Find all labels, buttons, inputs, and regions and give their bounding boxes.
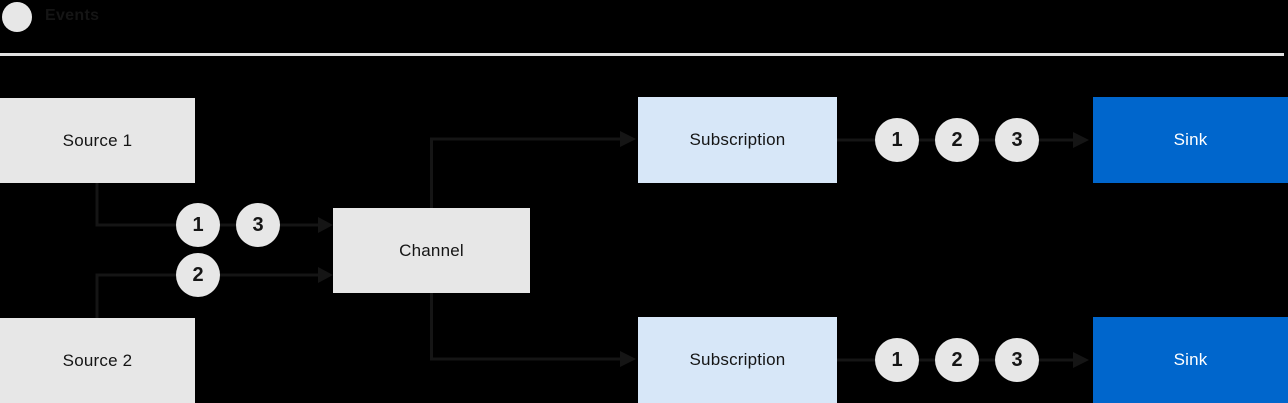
event-marker: 2 [935,338,979,382]
arrowhead-source1-to-channel [318,217,333,233]
node-subscription-bottom-label: Subscription [689,350,786,369]
node-sink-bottom: Sink [1093,317,1288,403]
node-channel: Channel [333,208,530,293]
event-marker: 2 [176,253,220,297]
node-subscription-top: Subscription [638,97,837,183]
node-source-2-label: Source 2 [62,350,133,370]
node-subscription-bottom: Subscription [638,317,837,403]
event-marker: 3 [995,338,1039,382]
node-channel-label: Channel [399,240,464,260]
arrowhead-subscription-bottom-to-sink [1073,352,1089,368]
event-marker: 1 [875,338,919,382]
node-sink-top-label: Sink [1173,130,1208,149]
legend-label: Events [45,7,100,24]
arrowhead-channel-to-subscription-top [620,131,636,147]
node-sink-bottom-label: Sink [1173,350,1208,369]
event-marker: 1 [176,203,220,247]
separator-line [0,53,1284,56]
arrow-channel-to-subscription-top [430,137,622,208]
event-marker: 1 [875,118,919,162]
event-marker: 2 [935,118,979,162]
node-source-1-label: Source 1 [62,130,133,150]
arrowhead-source2-to-channel [318,267,333,283]
event-legend-circle-icon [2,2,32,32]
event-marker: 3 [236,203,280,247]
arrow-source2-to-channel [95,273,320,318]
arrowhead-subscription-top-to-sink [1073,132,1089,148]
node-sink-top: Sink [1093,97,1288,183]
arrowhead-channel-to-subscription-bottom [620,351,636,367]
node-source-2: Source 2 [0,318,195,403]
event-marker: 3 [995,118,1039,162]
arrow-channel-to-subscription-bottom [430,293,622,361]
node-subscription-top-label: Subscription [689,130,786,149]
node-source-1: Source 1 [0,98,195,183]
